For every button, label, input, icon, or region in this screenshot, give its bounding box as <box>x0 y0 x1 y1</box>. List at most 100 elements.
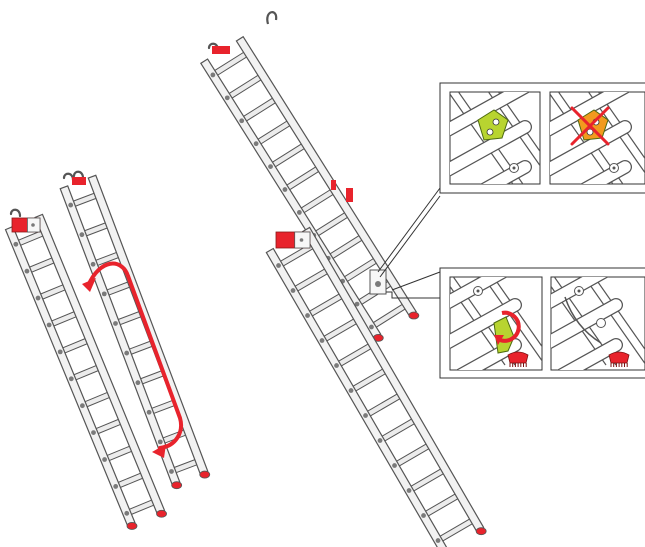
foot-cap <box>126 522 138 530</box>
ladder-rung-fill <box>290 267 332 293</box>
ladder-rung-fill <box>91 418 126 435</box>
top-hook <box>266 11 278 25</box>
ladder-rung-fill <box>319 317 361 343</box>
detail-rung-fill <box>582 161 631 184</box>
rivet <box>369 324 374 330</box>
foot-cap <box>507 351 529 364</box>
foot-cap <box>475 527 487 536</box>
hook-locked-icon <box>564 296 602 344</box>
detail-rail <box>551 285 607 366</box>
rivet <box>24 268 30 274</box>
rivet <box>124 350 130 356</box>
rivet <box>348 388 354 393</box>
ladder-rung-fill <box>146 399 180 415</box>
ladder-rung-fill <box>69 364 104 382</box>
ladder-rail-right <box>301 226 485 533</box>
rivet <box>319 338 325 343</box>
hook-hole <box>486 128 494 136</box>
ladder-rung-fill <box>90 251 124 267</box>
ladder-rung-fill <box>348 367 390 393</box>
detail-hook-correct <box>449 91 541 185</box>
detail-panel-content <box>450 92 540 184</box>
extension-arrow-icon <box>86 261 183 450</box>
ladder-rung-fill <box>369 302 410 330</box>
ladder-rung-fill <box>113 471 148 489</box>
ladder-rung-fill <box>79 221 113 237</box>
callout-lines <box>377 187 441 299</box>
rivet <box>102 457 107 462</box>
ladder-rung-fill <box>57 337 93 355</box>
ladder-rung-fill <box>124 498 159 516</box>
rivet <box>113 321 118 326</box>
rivet <box>79 232 85 238</box>
rivet <box>90 261 96 267</box>
ladder-rung-fill <box>46 310 81 328</box>
rivet <box>135 380 141 386</box>
detail-rung-fill <box>450 277 506 308</box>
rivet <box>406 488 412 493</box>
ladder-rung-fill <box>169 458 202 474</box>
bolt-center <box>577 289 581 293</box>
rivet <box>68 202 74 208</box>
detail-rung-fill <box>550 121 631 176</box>
top-hook <box>9 208 22 218</box>
ladder-rung-fill <box>282 164 323 192</box>
detail-rung-fill <box>550 92 628 136</box>
ladder-collapsed <box>4 170 211 530</box>
top-hook <box>72 170 85 180</box>
rivet <box>157 439 163 445</box>
ladder-rung-fill <box>334 342 376 368</box>
detail-rung-fill <box>551 299 622 348</box>
detail-panel-content <box>550 92 645 184</box>
detail-rung-fill <box>551 277 607 308</box>
rivet <box>68 376 74 382</box>
ladder-rung-fill <box>363 392 405 418</box>
ladder-rung-fill <box>124 340 157 356</box>
rivet <box>46 322 52 328</box>
rivet <box>253 141 259 147</box>
detail-rung-fill <box>559 339 622 370</box>
rivet <box>146 409 152 415</box>
foot-cap <box>408 311 420 320</box>
rivet <box>268 164 273 169</box>
detail-hook-incorrect <box>549 91 645 185</box>
ladder-rung-fill <box>311 210 352 238</box>
ladder-rung-fill <box>305 292 347 318</box>
ladder-rung-fill <box>225 73 266 101</box>
detail-rail <box>450 93 514 184</box>
ladder-rung-fill <box>210 50 251 78</box>
ladder-rung-fill <box>377 417 419 443</box>
ladder-rung-fill <box>68 192 101 208</box>
hook-hole <box>492 118 500 126</box>
detail-hook-locked <box>550 276 645 371</box>
ladder-rung-fill <box>24 256 59 274</box>
ladder-rung-fill <box>239 96 280 124</box>
detail-hook-rotate <box>449 276 543 371</box>
rivet <box>377 438 383 443</box>
ladder-rung-fill <box>13 229 48 247</box>
rivet <box>334 363 339 368</box>
rivet <box>210 72 216 78</box>
rivet <box>296 210 302 215</box>
rivet <box>392 463 397 468</box>
ladder-rail-right <box>34 213 166 515</box>
ladder-extended <box>200 11 487 547</box>
ladder-rung-fill <box>435 517 477 543</box>
detail-panel-content <box>450 277 542 370</box>
ladder-rung-fill <box>392 442 434 468</box>
top-hook <box>62 172 75 182</box>
arrow-head-icon <box>82 278 96 292</box>
detail-rail <box>450 285 506 366</box>
rivet <box>421 513 426 518</box>
arrow-head-icon <box>152 444 166 458</box>
rivet <box>276 263 281 268</box>
detail-panel-content <box>551 277 645 370</box>
rivet <box>224 95 230 101</box>
rivet <box>290 288 296 293</box>
ladder-rung-fill <box>268 141 309 169</box>
foot-cap <box>156 509 167 518</box>
rivet <box>239 118 245 124</box>
bolt <box>596 318 606 328</box>
rivet <box>31 223 35 227</box>
